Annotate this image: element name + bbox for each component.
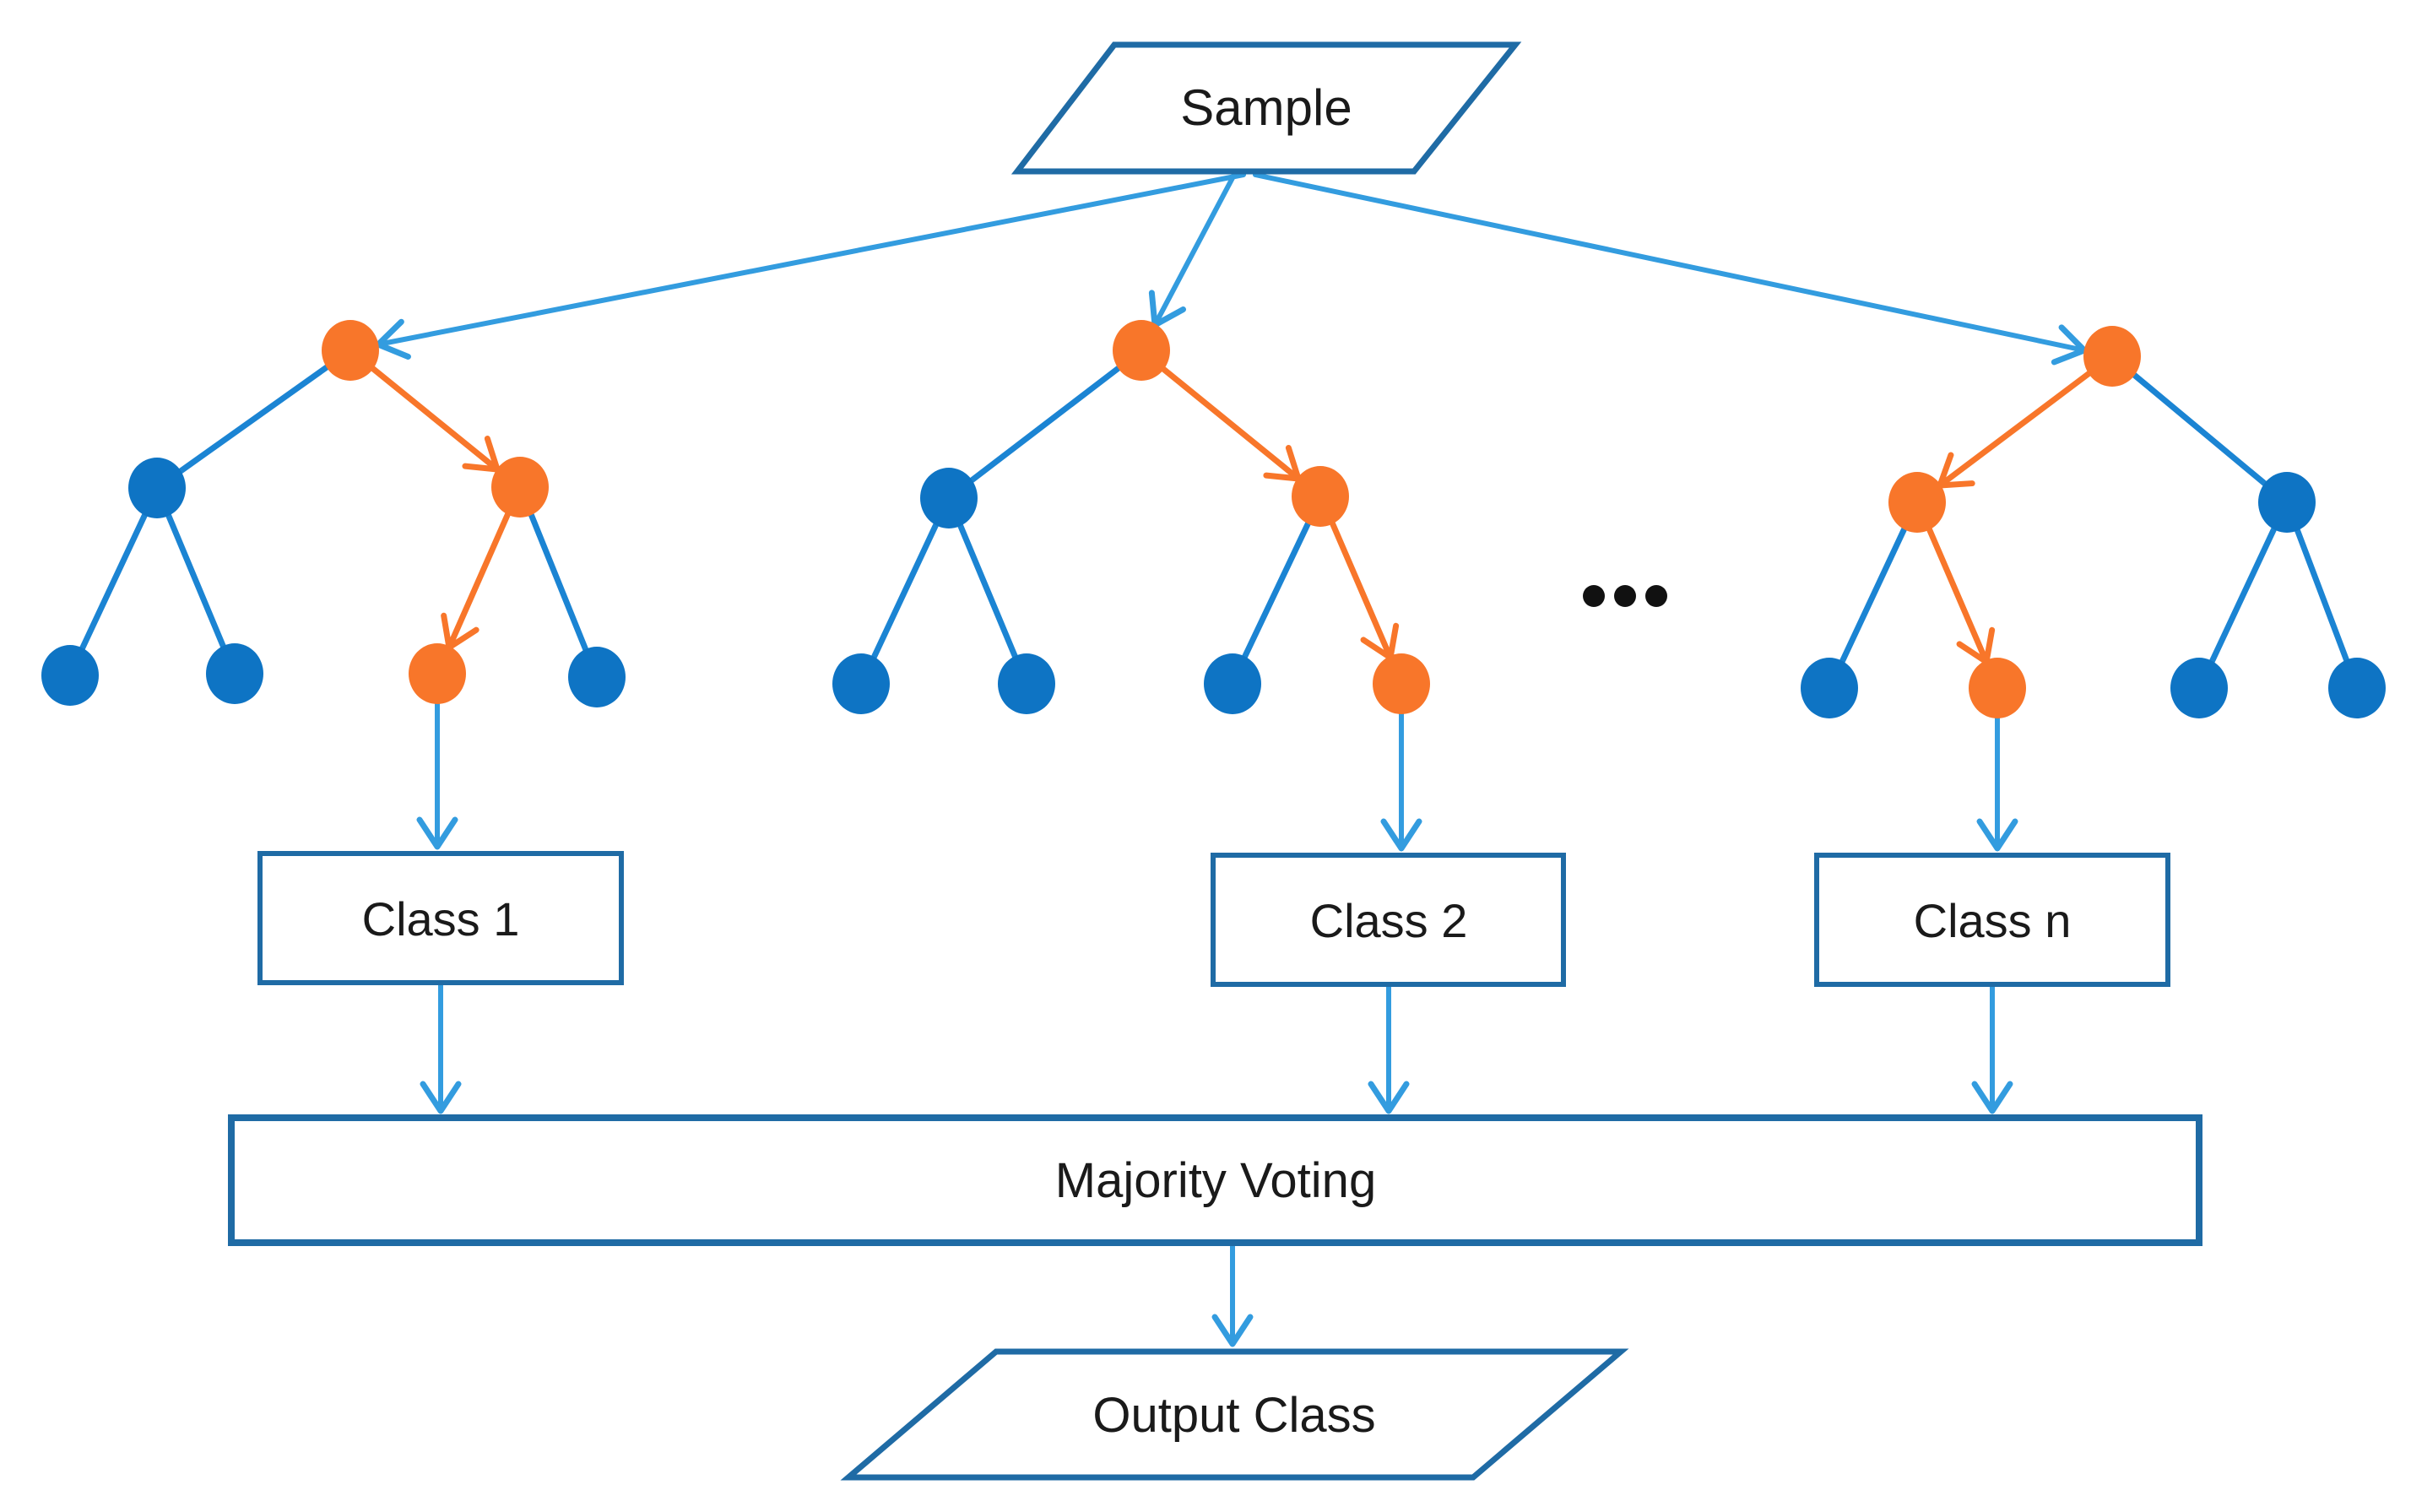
tree2-leaf-3-node bbox=[1204, 653, 1261, 714]
tree2-root-right-arrow bbox=[1160, 366, 1302, 482]
tree1-right-leaf4-edge bbox=[528, 511, 589, 653]
class-2-box-outline bbox=[1211, 853, 1566, 987]
class-1-box-label: Class 1 bbox=[362, 892, 520, 946]
tree3-leaf-1-node bbox=[1801, 658, 1858, 718]
tree3-root-right-edge bbox=[2131, 371, 2268, 487]
decision-tree-n bbox=[1801, 326, 2386, 718]
tree3-mid-right-node bbox=[2258, 472, 2316, 533]
tree1-mid-right-node bbox=[491, 457, 549, 518]
tree3-left-leaf2-arrow bbox=[1926, 525, 1996, 665]
tree2-left-leaf1-edge bbox=[870, 521, 940, 661]
nodes-layer bbox=[41, 320, 2386, 718]
tree2-mid-left-node bbox=[920, 468, 978, 528]
tree3-mid-left-node bbox=[1888, 472, 1946, 533]
class-n-box-outline bbox=[1814, 853, 2170, 987]
tree2-mid-right-node bbox=[1292, 466, 1349, 527]
tree1-root-left-edge bbox=[177, 364, 330, 474]
tree3-leaf-4-node bbox=[2328, 658, 2386, 718]
tree1-right-leaf3-arrow bbox=[441, 510, 512, 651]
tree3-root-left-arrow bbox=[1937, 370, 2093, 489]
class-n-box: Class n bbox=[1814, 853, 2170, 987]
majority-voting-box: Majority Voting bbox=[228, 1114, 2202, 1246]
sample-parallelogram-label: Sample bbox=[1180, 79, 1352, 136]
output-class-parallelogram-outline bbox=[840, 1348, 1629, 1481]
tree2-root-left-edge bbox=[968, 365, 1122, 484]
tree1-leaf-2-node bbox=[206, 643, 263, 704]
more-trees-ellipsis bbox=[1583, 585, 1667, 607]
tree3-leaf-2-node bbox=[1969, 658, 2026, 718]
decision-tree-2 bbox=[832, 320, 1430, 714]
class-2-box-label: Class 2 bbox=[1310, 894, 1468, 947]
majority-voting-box-outline bbox=[228, 1114, 2202, 1246]
tree2-root-node bbox=[1113, 320, 1170, 381]
class-n-box-label: Class n bbox=[1914, 894, 2072, 947]
decision-tree-1 bbox=[41, 320, 626, 707]
tree2-right-leaf3-edge bbox=[1241, 519, 1312, 661]
tree1-left-leaf1-edge bbox=[79, 511, 149, 653]
tree2-leaf-2-node bbox=[998, 653, 1055, 714]
output-class-parallelogram: Output Class bbox=[840, 1348, 1629, 1481]
sample-to-tree3-arrow bbox=[1253, 172, 2088, 366]
tree3-right-leaf3-edge bbox=[2208, 525, 2278, 665]
sample-to-tree2-arrow bbox=[1148, 172, 1237, 328]
tree1-root-right-arrow bbox=[369, 365, 501, 473]
tree1-leaf-4-node bbox=[568, 647, 626, 707]
tree3-right-leaf4-edge bbox=[2294, 526, 2350, 664]
tree1-leaf-1-node bbox=[41, 645, 99, 706]
ellipsis-dot-2 bbox=[1614, 585, 1636, 607]
class-1-box: Class 1 bbox=[257, 851, 624, 985]
tree2-leaf-4-node bbox=[1373, 653, 1430, 714]
ellipsis-dot-3 bbox=[1645, 585, 1667, 607]
majority-voting-box-label: Majority Voting bbox=[1055, 1153, 1376, 1208]
ellipsis-dot-1 bbox=[1583, 585, 1605, 607]
tree2-right-leaf4-arrow bbox=[1329, 519, 1400, 661]
tree1-leaf-3-node bbox=[409, 643, 466, 704]
tree1-root-node bbox=[322, 320, 379, 381]
edges-layer bbox=[79, 172, 2350, 1347]
tree1-left-leaf2-edge bbox=[165, 511, 227, 651]
tree2-left-leaf2-edge bbox=[956, 521, 1019, 661]
sample-to-tree1-arrow bbox=[375, 172, 1246, 360]
tree3-leaf-3-node bbox=[2170, 658, 2228, 718]
class-2-box: Class 2 bbox=[1211, 853, 1566, 987]
class-1-box-outline bbox=[257, 851, 624, 985]
tree3-left-leaf1-edge bbox=[1839, 525, 1908, 665]
sample-parallelogram-outline bbox=[1010, 41, 1522, 175]
tree3-root-node bbox=[2083, 326, 2141, 387]
ellipsis-layer bbox=[1583, 585, 1667, 607]
sample-parallelogram: Sample bbox=[1010, 41, 1522, 175]
output-class-parallelogram-label: Output Class bbox=[1092, 1388, 1375, 1443]
tree2-leaf-1-node bbox=[832, 653, 890, 714]
tree1-mid-left-node bbox=[128, 458, 186, 518]
